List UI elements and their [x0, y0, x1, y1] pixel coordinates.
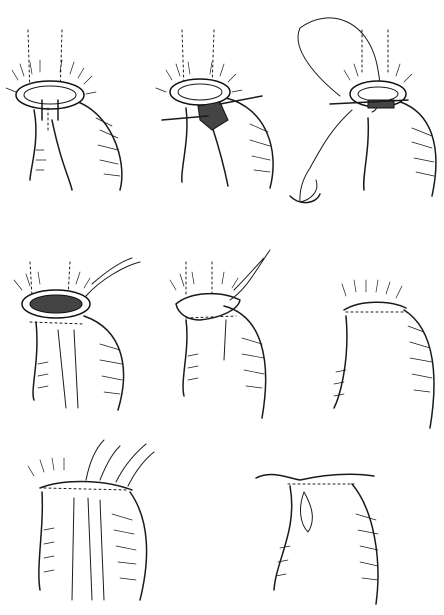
stoma-ring	[170, 79, 230, 105]
panel-8	[256, 474, 378, 604]
panel-5	[170, 250, 270, 418]
hatching	[112, 514, 136, 580]
suture-tails	[58, 330, 78, 408]
panel-4	[14, 258, 140, 410]
suture-arrows	[230, 250, 270, 300]
hatching	[356, 514, 378, 580]
stoma-ring	[176, 294, 240, 320]
organ-outline	[39, 492, 147, 600]
suture-tails	[72, 498, 104, 600]
suture-tail	[224, 320, 226, 360]
guide-line	[182, 30, 184, 88]
panel-2	[156, 30, 273, 188]
organ-outline	[364, 100, 436, 196]
stoma-ring	[16, 81, 84, 109]
hatching	[188, 354, 198, 380]
hatching	[250, 124, 270, 172]
fringe	[342, 280, 402, 298]
panel-3	[290, 18, 436, 203]
suture-arrows	[86, 258, 140, 296]
hatching	[412, 128, 434, 176]
organ-outline	[183, 306, 266, 418]
hatching	[44, 528, 54, 572]
suture-line	[44, 488, 128, 490]
organ-outline	[33, 316, 123, 410]
guide-line	[30, 262, 32, 296]
panel-6	[334, 280, 434, 428]
fringe	[28, 458, 64, 476]
organ-outline	[334, 310, 434, 428]
panel-7	[28, 440, 154, 600]
panel-1	[6, 30, 122, 190]
suture-edge	[344, 302, 406, 310]
suture-tail	[300, 110, 352, 202]
graft-flap	[301, 492, 313, 532]
stoma-inner	[30, 295, 82, 313]
guide-line	[212, 30, 214, 88]
curved-needle	[290, 194, 320, 203]
organ-outline	[274, 484, 378, 604]
hatching	[100, 344, 122, 394]
suture-edge	[256, 474, 374, 480]
hatching	[38, 362, 48, 388]
fringe	[14, 272, 90, 290]
fringe	[170, 272, 238, 290]
suture-line	[30, 322, 84, 324]
suture-strands	[86, 440, 154, 486]
organ-outline	[30, 100, 122, 190]
fringe	[344, 64, 412, 82]
hatching	[408, 326, 432, 392]
hatching	[36, 150, 46, 170]
